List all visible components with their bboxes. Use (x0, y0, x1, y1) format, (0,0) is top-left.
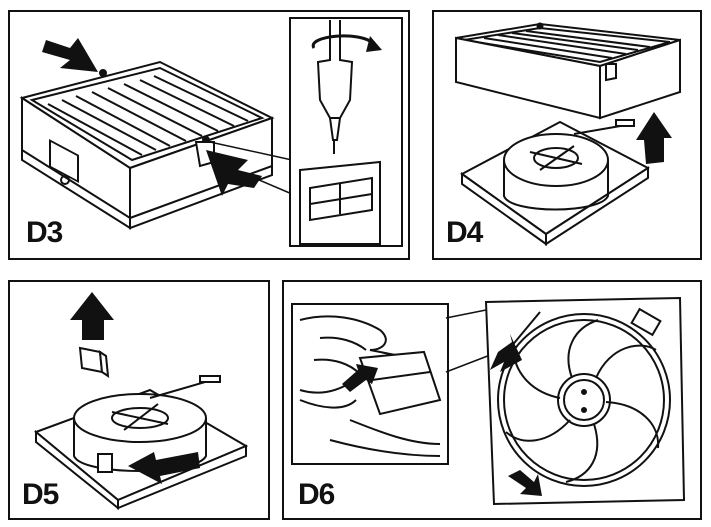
d5-removed-clip (78, 346, 110, 379)
d6-fan-front (484, 296, 686, 506)
down-arrow-icon (490, 334, 522, 372)
d5-fan-base (34, 375, 249, 511)
arrow-icon (42, 38, 98, 72)
arrow-icon (342, 364, 378, 392)
d4-lifted-housing (455, 22, 681, 120)
d3-grille-housing (19, 60, 275, 230)
up-arrow-icon (70, 292, 114, 340)
panel-label-d4: D4 (446, 216, 483, 249)
arrow-icon (206, 150, 262, 196)
panel-label-d3: D3 (26, 216, 63, 249)
up-arrow-icon (636, 112, 672, 164)
panel-label-d6: D6 (298, 478, 335, 511)
panel-label-d5: D5 (22, 478, 59, 511)
down-arrow-icon (508, 470, 542, 496)
arrow-icon (128, 452, 200, 484)
d4-fan-base (460, 119, 650, 246)
